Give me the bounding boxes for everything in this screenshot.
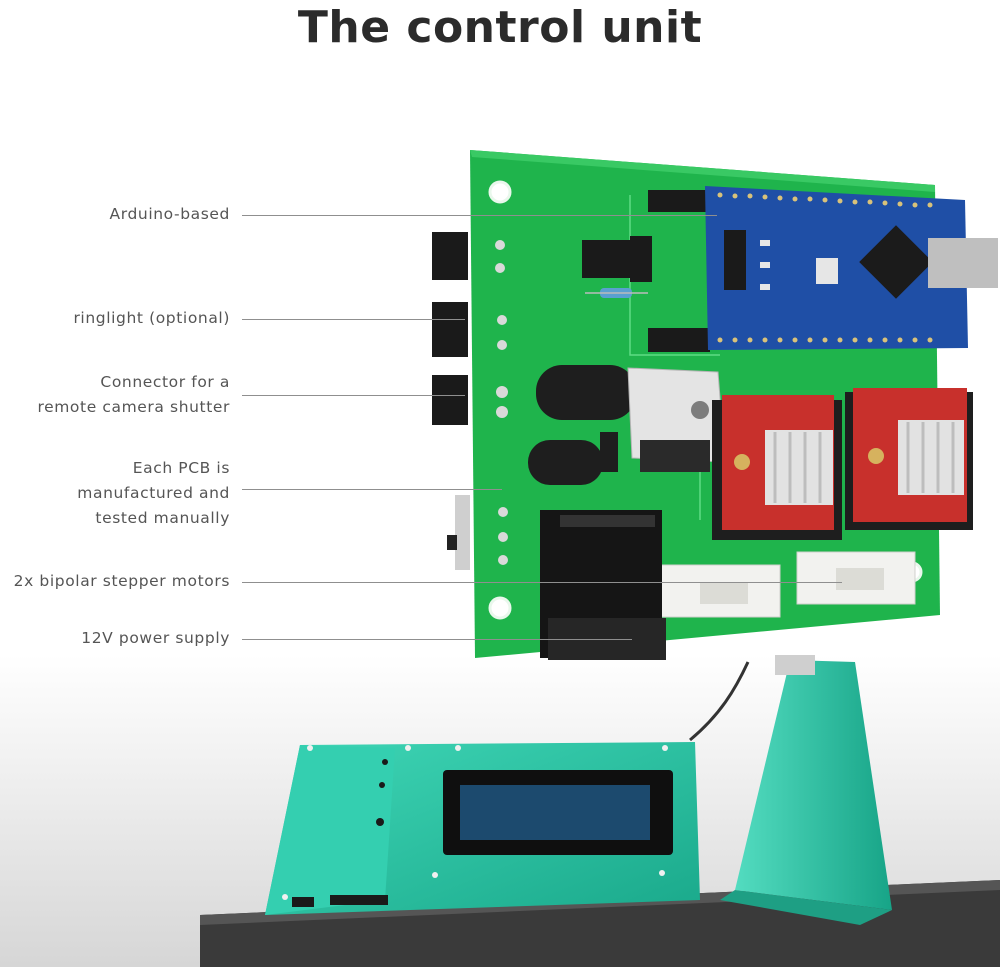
callout-shutter-text-1: Connector for a xyxy=(100,373,230,391)
callout-arduino-line xyxy=(242,215,717,216)
motor-connectors xyxy=(657,551,916,618)
callout-pcb-text-3: tested manually xyxy=(95,509,230,527)
page-title: The control unit xyxy=(297,2,703,53)
arduino-nano xyxy=(648,186,998,352)
capacitors xyxy=(528,365,636,485)
callout-shutter-line xyxy=(242,395,465,396)
callout-ringlight: ringlight (optional) xyxy=(0,306,230,331)
enclosure xyxy=(265,661,750,915)
callout-stepper-text: 2x bipolar stepper motors xyxy=(13,572,230,590)
stepper-drivers xyxy=(712,388,973,540)
callout-pcb-text-1: Each PCB is xyxy=(132,459,230,477)
callout-pcb-line xyxy=(242,489,502,490)
callout-shutter-text-2: remote camera shutter xyxy=(37,398,230,416)
callout-pcb-text-2: manufactured and xyxy=(77,484,230,502)
heatsink xyxy=(627,367,726,472)
callout-ringlight-text: ringlight (optional) xyxy=(73,309,230,327)
callout-power-text: 12V power supply xyxy=(81,629,230,647)
callout-stepper: 2x bipolar stepper motors xyxy=(0,569,230,594)
callout-ringlight-line xyxy=(242,319,465,320)
side-connectors xyxy=(432,232,470,570)
callout-pcb: Each PCB is manufactured and tested manu… xyxy=(0,456,230,531)
regulator xyxy=(582,236,652,298)
callout-shutter: Connector for a remote camera shutter xyxy=(0,370,230,420)
callout-arduino-text: Arduino-based xyxy=(109,205,230,223)
callout-stepper-line xyxy=(242,582,842,583)
callout-power-line xyxy=(242,639,632,640)
dc-power-jack xyxy=(540,510,666,660)
callout-arduino: Arduino-based xyxy=(0,202,230,227)
camera-stand xyxy=(720,655,892,925)
callout-power: 12V power supply xyxy=(0,626,230,651)
